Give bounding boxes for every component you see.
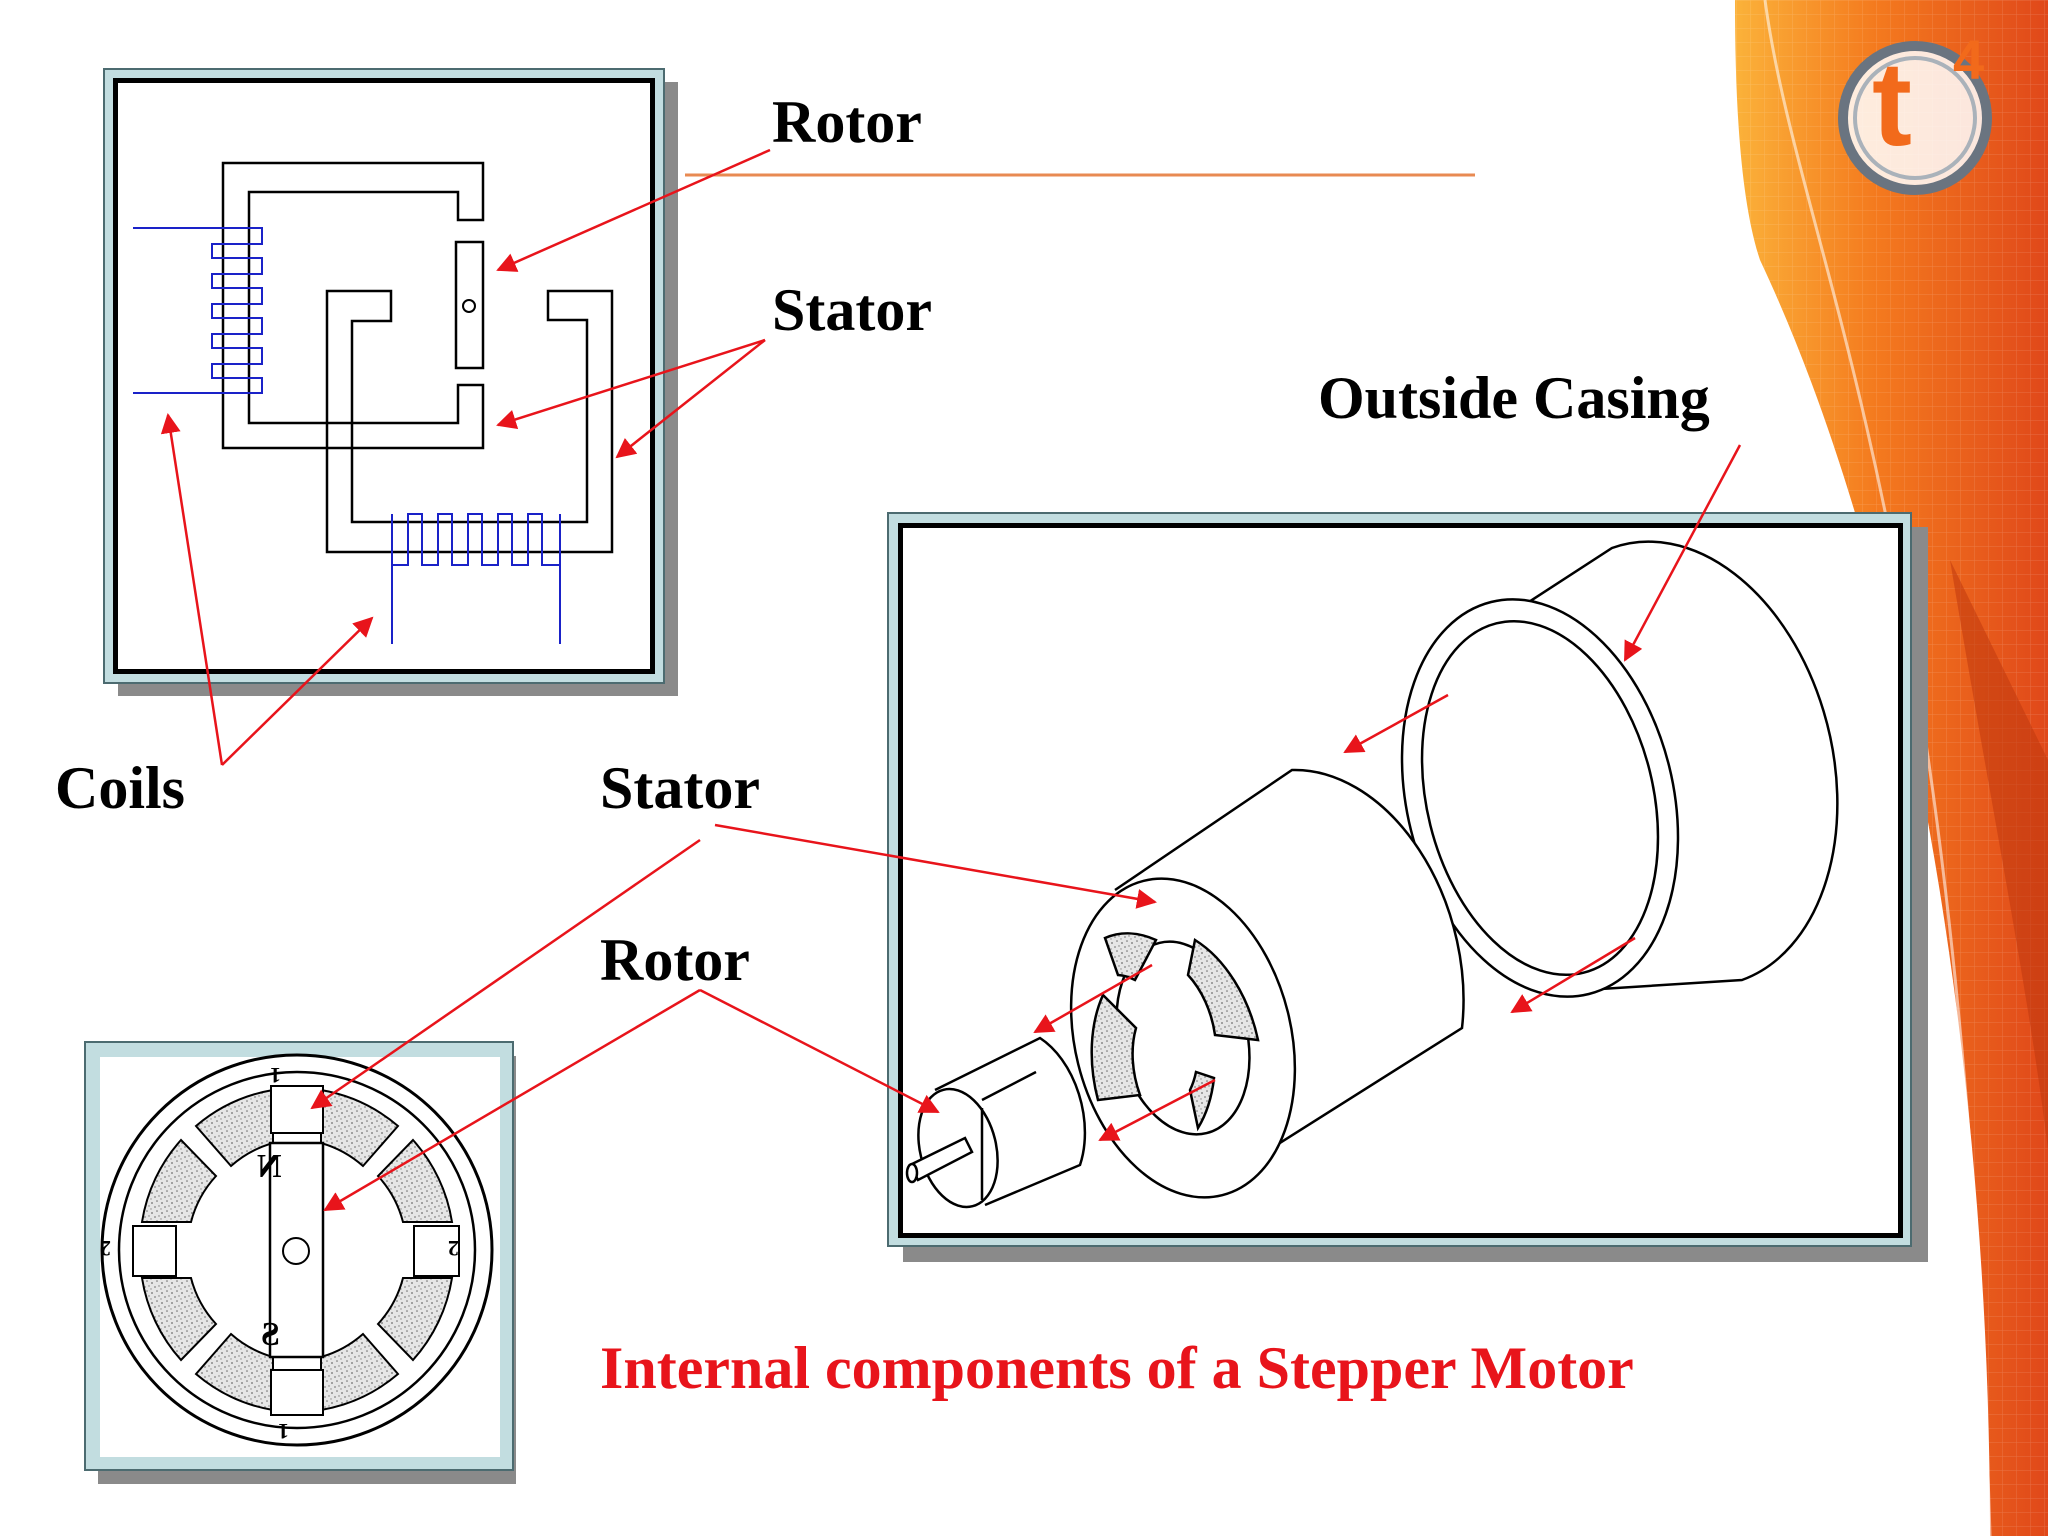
end-view-north: N: [257, 1148, 282, 1185]
end-view-pole-right: 2: [448, 1236, 459, 1261]
schematic-panel-inner: [113, 78, 655, 674]
exploded-view-arrows: [699, 444, 1742, 1142]
t4-logo: [1838, 41, 1992, 195]
schematic-rotor-pivot: [462, 299, 476, 313]
label-stator-top: Stator: [772, 277, 932, 343]
diagram-caption: Internal components of a Stepper Motor: [600, 1335, 1634, 1401]
end-view-pole-top: 1: [270, 1063, 281, 1088]
label-coils: Coils: [55, 755, 186, 821]
rotor-drawing: [905, 1036, 1087, 1209]
coil-bottom: [391, 513, 561, 644]
stator-body-drawing: [1069, 768, 1465, 1199]
label-outside-casing: Outside Casing: [1318, 365, 1710, 431]
schematic-stator-core: [221, 161, 614, 554]
orange-decoration: [1735, 0, 2048, 1536]
schematic-panel: [103, 68, 665, 684]
end-view-south: S: [261, 1316, 280, 1353]
label-rotor-mid: Rotor: [600, 927, 750, 993]
outside-casing-drawing: [1400, 540, 1839, 998]
label-stator-mid: Stator: [600, 755, 760, 821]
schematic-arrows: [160, 148, 771, 766]
logo-letter: t: [1872, 37, 1912, 171]
end-view-drawing: [100, 1053, 494, 1447]
end-view-pole-left: 2: [100, 1236, 111, 1261]
logo-superscript: 4: [1953, 28, 1985, 91]
end-view-pole-bottom: 1: [278, 1419, 289, 1444]
coil-left: [133, 227, 263, 394]
end-view-arrows: [310, 838, 701, 1212]
label-rotor-top: Rotor: [772, 89, 922, 155]
